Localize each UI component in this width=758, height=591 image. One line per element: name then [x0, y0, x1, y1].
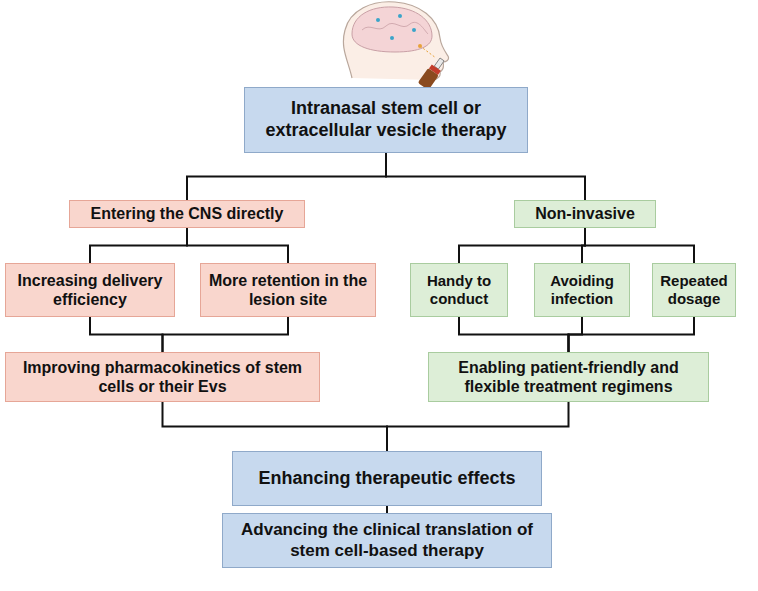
bracket-connector: [459, 317, 569, 352]
bracket-connector: [163, 402, 388, 451]
bracket-connector: [386, 506, 388, 513]
process-box: Non-invasive: [514, 200, 656, 228]
box-label: Enhancing therapeutic effects: [258, 468, 515, 490]
nasal-route: [420, 46, 436, 58]
cell-dot: [398, 14, 402, 18]
box-label: Intranasal stem cell or extracellular ve…: [251, 98, 521, 141]
cell-dot: [376, 18, 380, 22]
nasal-spray: [418, 56, 448, 90]
bracket-connector: [90, 317, 163, 352]
box-label: Avoiding infection: [541, 272, 623, 308]
head-outline: [343, 2, 448, 80]
process-box: Increasing delivery efficiency: [5, 263, 175, 317]
bracket-connector: [90, 228, 187, 263]
process-box: Entering the CNS directly: [69, 200, 305, 228]
process-box: Improving pharmacokinetics of stem cells…: [5, 352, 320, 402]
bracket-connector: [187, 153, 386, 200]
box-label: Advancing the clinical translation of st…: [229, 520, 545, 561]
cell-dot: [412, 28, 416, 32]
process-box: Avoiding infection: [534, 263, 630, 317]
bracket-connector: [387, 402, 569, 451]
box-label: Entering the CNS directly: [91, 204, 284, 223]
summary-box: Advancing the clinical translation of st…: [222, 513, 552, 568]
summary-box: Enhancing therapeutic effects: [232, 451, 542, 506]
brain-fold: [362, 22, 428, 34]
box-label: Handy to conduct: [417, 272, 501, 308]
bracket-connector: [386, 153, 585, 200]
process-box: Enabling patient-friendly and flexible t…: [428, 352, 709, 402]
box-label: Improving pharmacokinetics of stem cells…: [12, 358, 313, 396]
box-label: Increasing delivery efficiency: [12, 271, 168, 309]
summary-box: Intranasal stem cell or extracellular ve…: [244, 87, 528, 153]
process-box: More retention in the lesion site: [200, 263, 376, 317]
bracket-connector: [187, 228, 288, 263]
box-label: Non-invasive: [535, 204, 635, 223]
head-figure: [343, 2, 448, 80]
bracket-connector: [585, 228, 694, 263]
box-label: Enabling patient-friendly and flexible t…: [435, 358, 702, 396]
box-label: Repeated dosage: [659, 272, 729, 308]
bracket-connector: [163, 317, 289, 352]
process-box: Repeated dosage: [652, 263, 736, 317]
bracket-connector: [459, 228, 585, 263]
cell-dot: [390, 36, 394, 40]
box-label: More retention in the lesion site: [207, 271, 369, 309]
process-box: Handy to conduct: [410, 263, 508, 317]
brain: [352, 7, 432, 52]
bracket-connector: [569, 317, 695, 352]
